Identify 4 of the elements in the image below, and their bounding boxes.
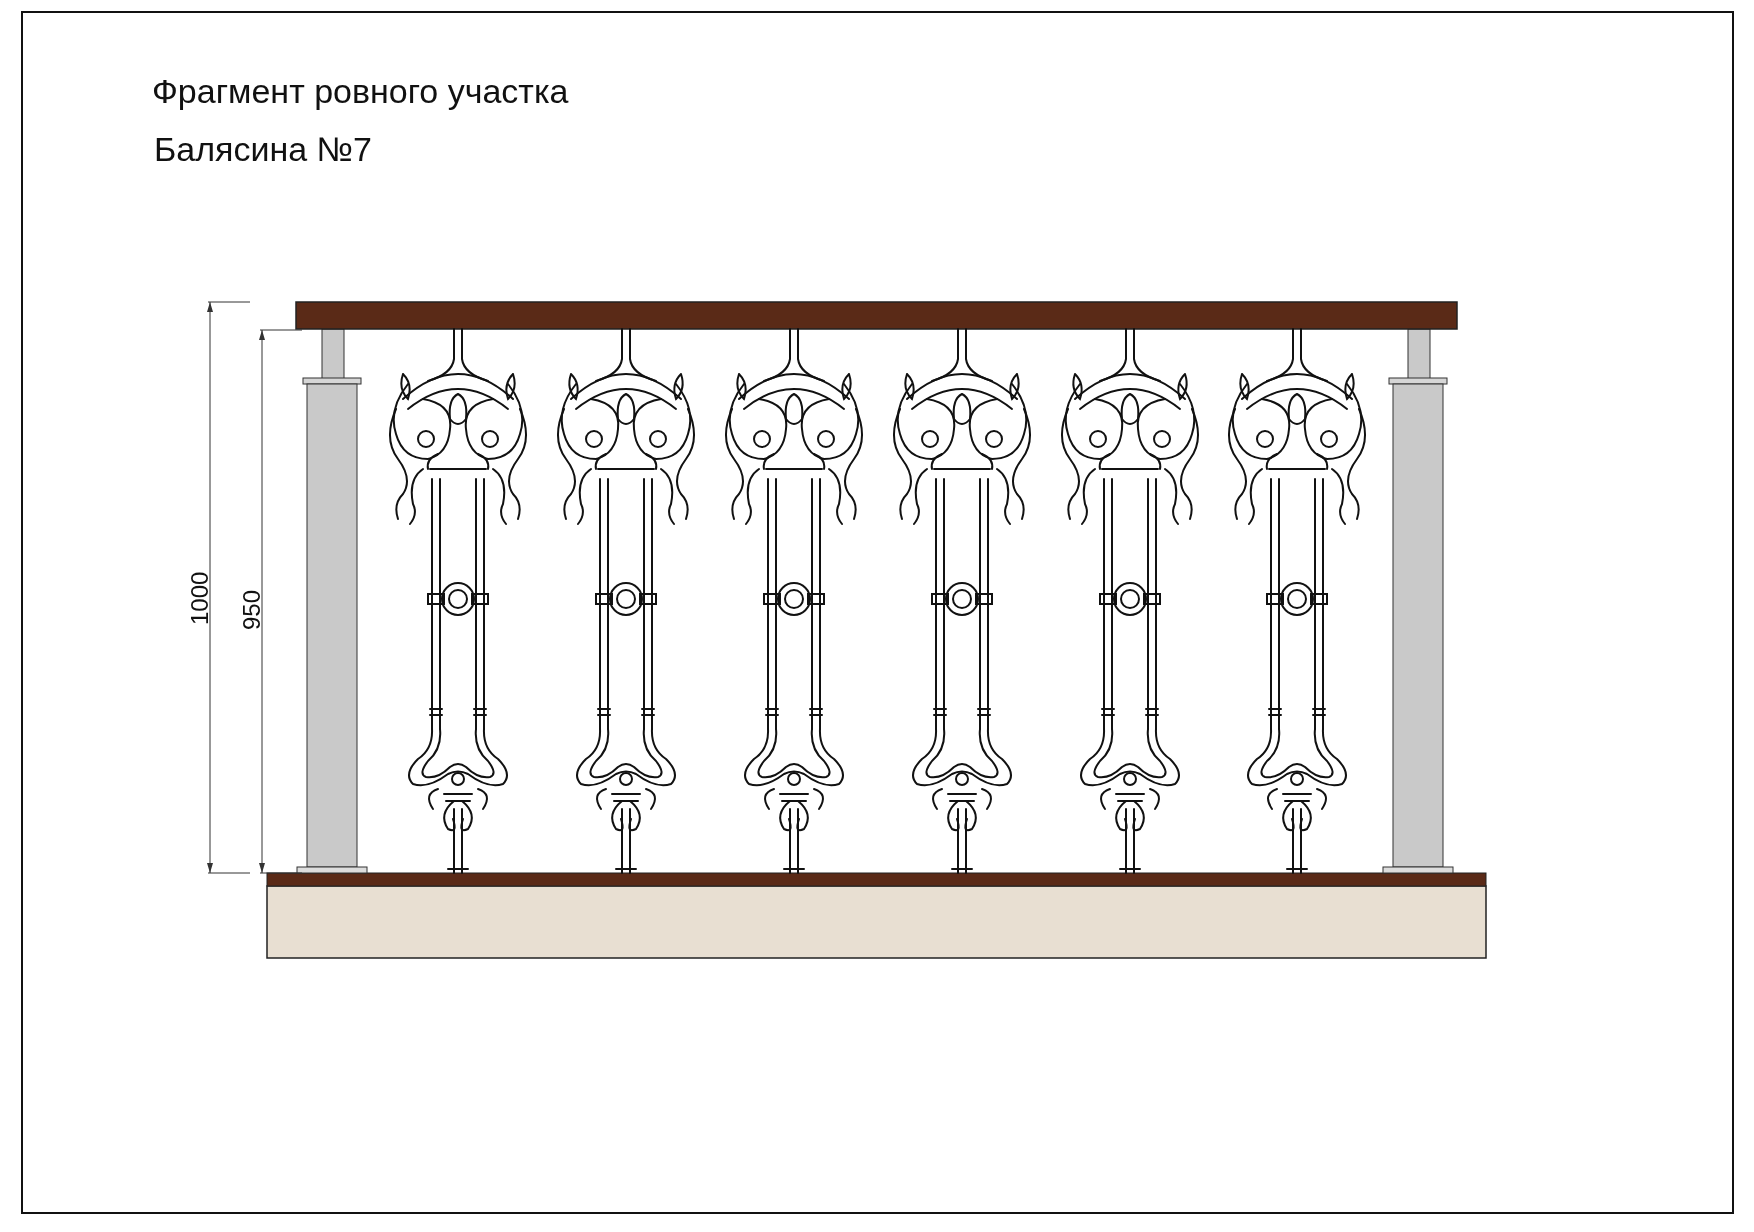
dimension-text: 1000 [186, 571, 214, 625]
subtitle-text: Балясина №7 [154, 130, 372, 169]
title-text: Фрагмент ровного участка [152, 72, 569, 111]
dimension-text: 950 [238, 589, 266, 630]
